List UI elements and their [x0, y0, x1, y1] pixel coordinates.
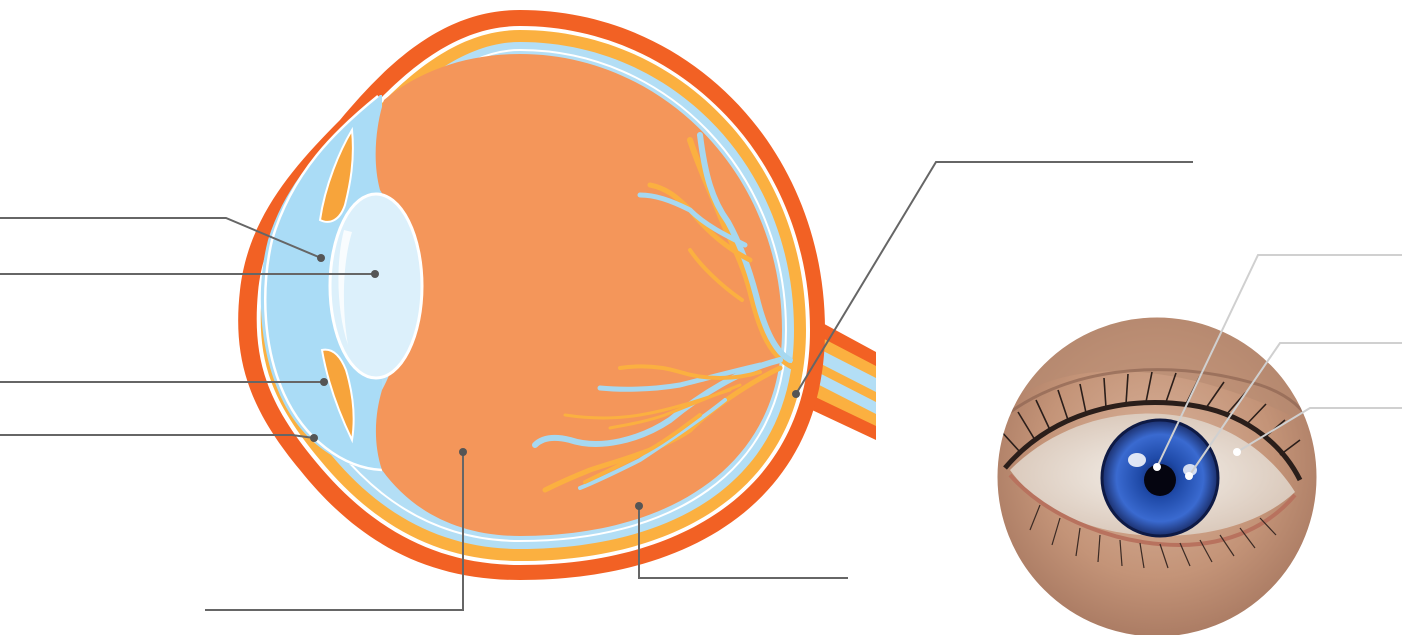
leader-sclera-front: [0, 434, 318, 442]
eye-cross-section: [238, 10, 876, 580]
eye-photo: [990, 317, 1320, 635]
eye-highlight-1: [1128, 453, 1146, 467]
